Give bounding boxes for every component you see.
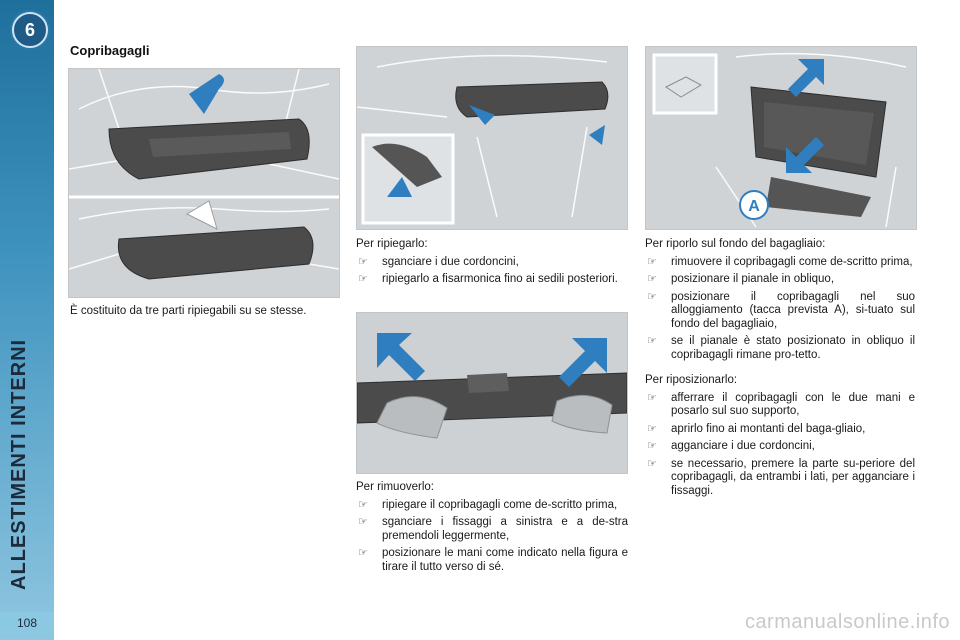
list-item: ☞ posizionare le mani come indicato nella… [356, 547, 628, 574]
list-item: ☞ se necessario, premere la parte su-peri… [645, 458, 915, 499]
chapter-sidebar: 6 ALLESTIMENTI INTERNI 108 [0, 0, 54, 640]
photo-cover-cords [356, 46, 628, 230]
store-step-1: rimuovere il copribagagli come de-scritt… [671, 255, 913, 268]
pointing-hand-icon: ☞ [647, 290, 657, 303]
remove-instructions: Per rimuoverlo: ☞ ripiegare il copribagag… [356, 481, 628, 578]
remove-step-3: posizionare le mani come indicato nella … [382, 547, 628, 573]
list-item: ☞ ripiegare il copribagagli come de-scrit… [356, 499, 628, 513]
list-item: ☞ agganciare i due cordoncini, [645, 440, 915, 454]
photo-cover-folding [68, 68, 340, 298]
store-instructions: Per riporlo sul fondo del bagagliaio: ☞ r… [645, 238, 915, 502]
list-item: ☞ rimuovere il copribagagli come de-scrit… [645, 256, 915, 270]
pointing-hand-icon: ☞ [647, 335, 657, 347]
pointing-hand-icon: ☞ [647, 391, 657, 404]
pointing-hand-icon: ☞ [647, 422, 657, 435]
chapter-number: 6 [24, 19, 35, 40]
pointing-hand-icon: ☞ [647, 440, 657, 452]
reposition-step-4: se necessario, premere la parte su-perio… [671, 457, 915, 497]
list-item: ☞ sganciare i due cordoncini, [356, 256, 628, 270]
pointing-hand-icon: ☞ [647, 457, 657, 470]
list-item: ☞ afferrare il copribagagli con le due ma… [645, 392, 915, 419]
fold-step-1: sganciare i due cordoncini, [382, 255, 519, 268]
fold-instructions: Per ripiegarlo: ☞ sganciare i due cordonc… [356, 238, 628, 291]
reposition-step-1: afferrare il copribagagli con le due man… [671, 391, 915, 418]
store-step-3: posizionare il copribagagli nel suo allo… [671, 290, 915, 330]
pointing-hand-icon: ☞ [358, 498, 368, 511]
pointing-hand-icon: ☞ [647, 255, 657, 268]
store-lead: Per riporlo sul fondo del bagagliaio: [645, 238, 826, 250]
fold-lead: Per ripiegarlo: [356, 238, 428, 250]
callout-badge [739, 190, 769, 220]
chapter-title: ALLESTIMENTI INTERNI [8, 338, 30, 590]
watermark: carmanualsonline.info [744, 611, 950, 633]
pointing-hand-icon: ☞ [358, 255, 368, 268]
store-step-2: posizionare il pianale in obliquo, [671, 273, 835, 285]
arrow-icon [189, 74, 224, 114]
remove-step-1: ripiegare il copribagagli come de-scritt… [382, 498, 618, 511]
list-item: ☞ posizionare il copribagagli nel suo all… [645, 291, 915, 332]
section-title: Copribagagli [70, 43, 150, 58]
remove-step-2: sganciare i fissaggi a sinistra e a de-s… [382, 516, 628, 542]
page-number: 108 [0, 612, 54, 634]
remove-lead: Per rimuoverlo: [356, 481, 434, 493]
list-item: ☞ sganciare i fissaggi a sinistra e a de-… [356, 516, 628, 543]
list-item: ☞ se il pianale è stato posizionato in ob… [645, 335, 915, 362]
pointing-hand-icon: ☞ [358, 516, 368, 528]
fold-step-2: ripiegarlo a fisarmonica fino ai sedili … [382, 273, 618, 285]
intro-text: È costituito da tre parti ripiegabili su… [70, 305, 307, 317]
reposition-step-2: aprirlo fino ai montanti del baga-gliaio… [671, 422, 866, 435]
pointing-hand-icon: ☞ [647, 273, 657, 285]
chapter-badge-icon: 6 [12, 12, 48, 48]
store-step-4: se il pianale è stato posizionato in obl… [671, 335, 915, 361]
callout-label: A [748, 198, 760, 215]
intro-text-block: È costituito da tre parti ripiegabili su… [70, 305, 338, 323]
pointing-hand-icon: ☞ [358, 273, 368, 285]
photo-cover-removal [356, 312, 628, 474]
list-item: ☞ posizionare il pianale in obliquo, [645, 273, 915, 287]
reposition-lead: Per riposizionarlo: [645, 374, 738, 386]
list-item: ☞ aprirlo fino ai montanti del baga-gliai… [645, 423, 915, 437]
photo-cover-storage: A [645, 46, 917, 230]
list-item: ☞ ripiegarlo a fisarmonica fino ai sedili… [356, 273, 628, 287]
pointing-hand-icon: ☞ [358, 547, 368, 559]
reposition-step-3: agganciare i due cordoncini, [671, 440, 815, 452]
